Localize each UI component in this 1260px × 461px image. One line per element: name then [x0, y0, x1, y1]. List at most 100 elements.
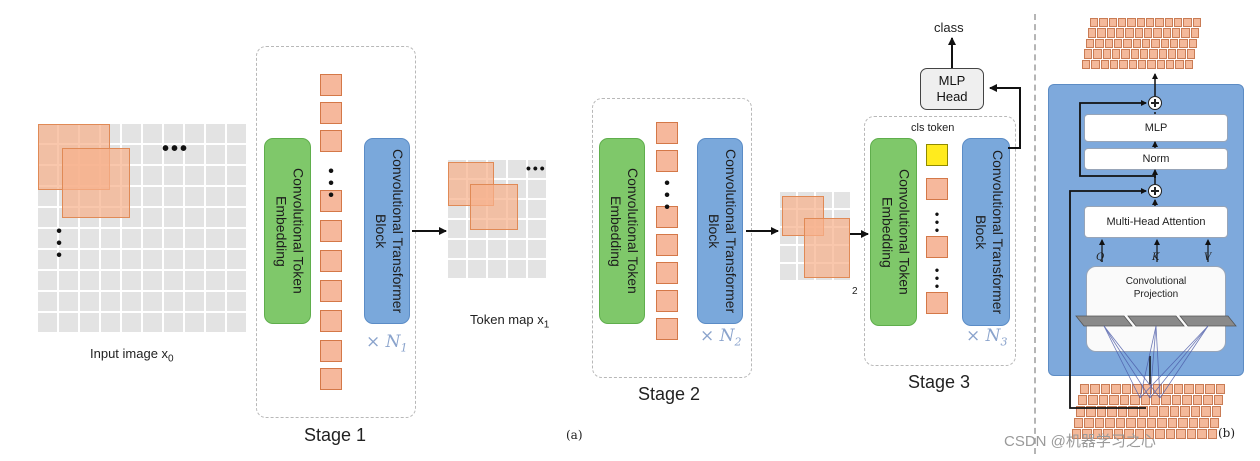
tensor-cell — [1155, 428, 1165, 439]
stage-1-token — [320, 220, 342, 242]
tensor-cell — [1126, 417, 1136, 428]
grid-cell — [38, 229, 57, 248]
grid-cell — [185, 187, 204, 206]
tensor-cell — [1211, 406, 1221, 417]
stage-2-multiplier: × N2 — [700, 326, 742, 349]
grid-cell — [164, 124, 183, 143]
grid-cell — [528, 200, 546, 218]
convolutional-projection-label: Convolutional Projection — [1125, 276, 1187, 300]
tensor-cell — [1130, 49, 1139, 59]
tensor-cell — [1072, 428, 1082, 439]
grid-cell — [80, 271, 99, 290]
tensor-cell — [1158, 49, 1167, 59]
tensor-cell — [1128, 406, 1138, 417]
stage-3-token — [926, 178, 948, 200]
stage-2-title: Stage 2 — [638, 384, 701, 404]
stage-2-token — [656, 234, 678, 256]
grid-cell — [164, 208, 183, 227]
tensor-cell — [1121, 49, 1130, 59]
tensor-cell — [1125, 28, 1134, 38]
tensor-cell — [1163, 384, 1173, 395]
grid-cell — [122, 271, 141, 290]
grid-cell — [508, 160, 526, 178]
grid-cell — [185, 124, 204, 143]
tensor-cell — [1096, 406, 1107, 417]
tensor-cell — [1166, 59, 1175, 69]
tensor-cell — [1114, 38, 1123, 49]
stage-1-embedding: Convolutional Token Embedding — [264, 138, 311, 324]
grid-cell — [448, 260, 466, 278]
grid-cell — [448, 220, 466, 238]
grid-cell — [206, 250, 225, 269]
tensor-cell — [1190, 406, 1201, 417]
tensor-cell — [1144, 28, 1153, 38]
convolutional-projection-box: Convolutional Projection — [1086, 266, 1226, 352]
tensor-cell — [1156, 59, 1165, 69]
tensor-cell — [1188, 417, 1199, 428]
grid-cell — [164, 271, 183, 290]
grid-cell — [143, 292, 162, 311]
stage-2-token-ellipsis: ••• — [664, 175, 670, 216]
token-map-2-subscript: 2 — [852, 286, 858, 297]
tensor-cell — [1115, 417, 1126, 428]
stage-1-token — [320, 102, 342, 124]
tensor-cell — [1138, 59, 1147, 69]
grid-cell — [143, 250, 162, 269]
tensor-cell — [1180, 406, 1190, 417]
tensor-cell — [1146, 18, 1155, 28]
tensor-cell — [1108, 18, 1117, 28]
tensor-cell — [1086, 406, 1096, 417]
grid-cell — [164, 187, 183, 206]
tensor-cell — [1078, 395, 1088, 406]
grid-cell — [185, 271, 204, 290]
token-map-1-ellipsis: ••• — [526, 160, 547, 176]
grid-cell — [38, 292, 57, 311]
stage-1-token — [320, 280, 342, 302]
grid-cell — [185, 250, 204, 269]
tensor-cell — [1134, 428, 1144, 439]
tensor-cell — [1142, 38, 1151, 49]
tensor-cell — [1127, 18, 1136, 28]
grid-cell — [59, 271, 78, 290]
grid-cell — [206, 166, 225, 185]
tensor-cell — [1151, 38, 1160, 49]
tensor-cell — [1197, 428, 1207, 439]
input-patch-2 — [62, 148, 130, 218]
tensor-cell — [1076, 406, 1086, 417]
grid-cell — [206, 145, 225, 164]
stage-1-token — [320, 74, 342, 96]
stage-1-token — [320, 310, 342, 332]
grid-cell — [185, 208, 204, 227]
grid-cell — [227, 313, 246, 332]
grid-cell — [227, 145, 246, 164]
tensor-cell — [1194, 384, 1205, 395]
stage-1-transformer-block: Convolutional Transformer Block — [364, 138, 410, 324]
tensor-cell — [1215, 384, 1225, 395]
tensor-cell — [1153, 28, 1162, 38]
grid-cell — [164, 145, 183, 164]
cls-token-label: cls token — [911, 122, 955, 134]
grid-cell — [206, 124, 225, 143]
tensor-cell — [1165, 428, 1176, 439]
stage-1-token-ellipsis: ••• — [328, 163, 334, 204]
tensor-cell — [1149, 406, 1159, 417]
tensor-cell — [1183, 18, 1192, 28]
tensor-cell — [1174, 18, 1183, 28]
grid-cell — [227, 187, 246, 206]
class-output-label: class — [934, 20, 964, 35]
tensor-cell — [1151, 395, 1161, 406]
grid-cell — [227, 271, 246, 290]
stage-3-transformer-block: Convolutional Transformer Block — [962, 138, 1010, 326]
tensor-cell — [1086, 38, 1095, 49]
multi-head-attention-box: Multi-Head Attention — [1084, 206, 1228, 238]
grid-cell — [227, 250, 246, 269]
tensor-cell — [1095, 38, 1104, 49]
stage-1-token — [320, 368, 342, 390]
tensor-cell — [1109, 395, 1119, 406]
grid-cell — [834, 192, 850, 208]
tensor-cell — [1110, 59, 1119, 69]
grid-cell — [185, 145, 204, 164]
tensor-cell — [1119, 395, 1130, 406]
grid-cell — [468, 260, 486, 278]
grid-cell — [143, 208, 162, 227]
